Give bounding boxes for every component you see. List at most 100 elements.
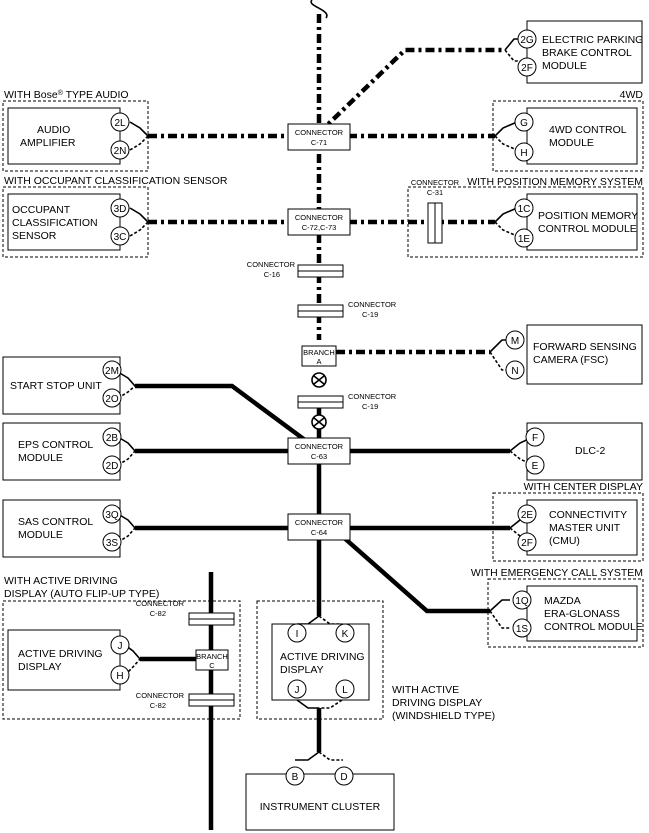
wire-era [340,534,490,614]
svg-text:MODULE: MODULE [549,137,594,149]
svg-text:N: N [511,366,518,377]
connector-c64: CONNECTOR C-64 [287,513,351,541]
svg-text:ELECTRIC PARKING: ELECTRIC PARKING [542,34,643,46]
svg-text:H: H [520,148,527,159]
svg-text:C-63: C-63 [311,452,327,461]
svg-text:MODULE: MODULE [18,529,63,541]
group-adwind-label-1: WITH ACTIVE [392,684,459,696]
svg-text:2E: 2E [521,510,534,521]
svg-text:START STOP UNIT: START STOP UNIT [10,380,102,392]
module-occupant-sensor: OCCUPANT CLASSIFICATION SENSOR [12,204,98,242]
group-adwind-label-2: DRIVING DISPLAY [392,697,482,709]
svg-text:BRAKE CONTROL: BRAKE CONTROL [542,47,632,59]
svg-text:2B: 2B [106,433,119,444]
group-emergency-label: WITH EMERGENCY CALL SYSTEM [471,567,643,579]
svg-text:C-72,C-73: C-72,C-73 [302,223,337,232]
svg-text:J: J [118,641,123,652]
branch-a: BRANCH A [301,345,337,367]
svg-text:DISPLAY: DISPLAY [280,664,324,676]
svg-text:C: C [209,661,215,670]
svg-text:POSITION MEMORY: POSITION MEMORY [538,210,638,222]
svg-text:FORWARD SENSING: FORWARD SENSING [533,341,637,353]
svg-text:1Q: 1Q [515,596,529,607]
module-active-driving-display-windshield: ACTIVE DRIVING DISPLAY [280,651,365,676]
connector-c82-upper: CONNECTOR C-82 [136,599,235,626]
svg-text:L: L [342,685,348,696]
svg-text:3D: 3D [114,204,127,215]
svg-text:CONNECTOR: CONNECTOR [136,599,185,608]
module-labels: ELECTRIC PARKING BRAKE CONTROL MODULE AU… [10,34,643,813]
svg-text:F: F [532,433,538,444]
connector-c31: CONNECTOR C-31 [411,178,460,244]
wire-epb [317,47,505,135]
group-center-display-label: WITH CENTER DISPLAY [524,481,643,493]
svg-text:CONNECTOR: CONNECTOR [247,260,296,269]
svg-text:AUDIO: AUDIO [37,124,70,136]
group-4wd-label: 4WD [620,89,644,101]
connector-c19-upper: CONNECTOR C-19 [297,300,397,319]
svg-text:MASTER UNIT: MASTER UNIT [549,522,621,534]
svg-text:ACTIVE DRIVING: ACTIVE DRIVING [18,648,103,660]
svg-text:I: I [296,629,299,640]
module-start-stop: START STOP UNIT [10,380,102,392]
svg-text:OCCUPANT: OCCUPANT [12,204,71,216]
svg-text:C-64: C-64 [311,528,327,537]
svg-text:C-31: C-31 [427,188,443,197]
svg-text:D: D [340,772,347,783]
svg-text:DLC-2: DLC-2 [575,445,606,457]
module-cmu: CONNECTIVITY MASTER UNIT (CMU) [549,509,627,547]
module-sas: SAS CONTROL MODULE [18,516,93,541]
break-mark [310,0,328,19]
connectors: CONNECTOR C-71 CONNECTOR C-72,C-73 CONNE… [136,123,460,710]
branch-c: BRANCH C [195,649,229,671]
svg-text:2M: 2M [105,366,119,377]
svg-text:CONNECTOR: CONNECTOR [136,691,185,700]
svg-text:CONNECTOR: CONNECTOR [348,392,397,401]
svg-text:1C: 1C [518,204,531,215]
connector-c63: CONNECTOR C-63 [287,437,351,465]
svg-text:C-16: C-16 [264,270,280,279]
svg-text:M: M [511,336,519,347]
svg-text:CONNECTOR: CONNECTOR [411,178,460,187]
svg-text:H: H [116,671,123,682]
svg-text:DISPLAY: DISPLAY [18,661,62,673]
module-dlc: DLC-2 [575,445,606,457]
svg-text:1E: 1E [518,234,531,245]
svg-text:3Q: 3Q [105,510,119,521]
group-ocs-label: WITH OCCUPANT CLASSIFICATION SENSOR [4,175,228,187]
svg-text:2F: 2F [521,63,533,74]
svg-text:C-19: C-19 [362,310,378,319]
group-adflip-label-2: DISPLAY (AUTO FLIP-UP TYPE) [4,588,159,600]
module-eps: EPS CONTROL MODULE [18,439,93,464]
module-era-glonass: MAZDA ERA-GLONASS CONTROL MODULE [544,595,643,633]
svg-text:2N: 2N [114,146,127,157]
group-adwind-label-3: (WINDSHIELD TYPE) [392,710,495,722]
module-active-driving-display-flipup: ACTIVE DRIVING DISPLAY [18,648,103,673]
svg-text:CONNECTOR: CONNECTOR [348,300,397,309]
svg-text:ACTIVE DRIVING: ACTIVE DRIVING [280,651,365,663]
connector-c71: CONNECTOR C-71 [287,123,351,151]
connector-c19-lower: CONNECTOR C-19 [297,392,397,411]
pins: 2G 2F 2L 2N G H 3D 3C 1C 1E M N 2M 2O 2B… [102,29,545,786]
svg-text:C-71: C-71 [311,138,327,147]
svg-text:CONNECTOR: CONNECTOR [295,213,344,222]
module-instrument-cluster: INSTRUMENT CLUSTER [260,801,381,813]
svg-text:CONNECTOR: CONNECTOR [295,128,344,137]
svg-text:MODULE: MODULE [18,452,63,464]
svg-text:SENSOR: SENSOR [12,230,57,242]
connector-c16: CONNECTOR C-16 [247,260,344,279]
svg-text:CONNECTOR: CONNECTOR [295,442,344,451]
svg-text:AMPLIFIER: AMPLIFIER [20,137,76,149]
svg-text:K: K [342,629,349,640]
svg-text:SAS CONTROL: SAS CONTROL [18,516,93,528]
module-epb: ELECTRIC PARKING BRAKE CONTROL MODULE [542,34,643,72]
svg-text:C-82: C-82 [150,609,166,618]
svg-text:G: G [520,118,528,129]
svg-text:EPS CONTROL: EPS CONTROL [18,439,93,451]
svg-text:MAZDA: MAZDA [544,595,581,607]
svg-text:2F: 2F [521,538,533,549]
svg-text:E: E [532,461,539,472]
svg-text:3C: 3C [114,232,127,243]
svg-text:2L: 2L [114,118,126,129]
svg-text:3S: 3S [106,538,119,549]
